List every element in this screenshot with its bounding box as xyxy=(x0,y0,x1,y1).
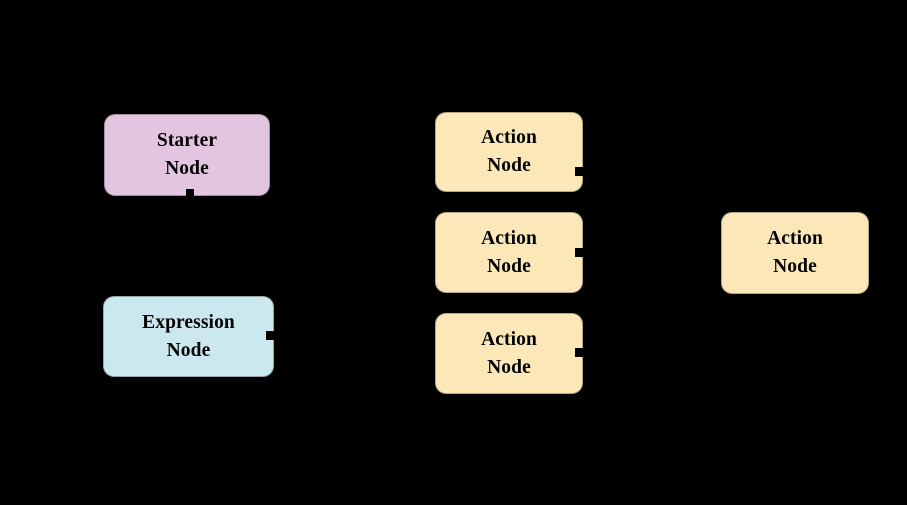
stub-action-1-right xyxy=(575,167,584,176)
stub-action-3-right xyxy=(575,348,584,357)
node-label-line2: Node xyxy=(165,158,209,179)
node-label-line1: Action xyxy=(481,328,537,350)
node-label-line2: Node xyxy=(487,155,531,176)
edge-expression-to-action-1 xyxy=(273,145,437,337)
node-label-line2: Node xyxy=(773,256,817,277)
node-label-line1: Action xyxy=(481,127,537,149)
edge-action-3-to-action-4 xyxy=(582,246,723,354)
node-label-line1: Expression xyxy=(142,311,235,333)
node-label-line1: Action xyxy=(767,228,823,250)
node-label-line1: Action xyxy=(481,227,537,249)
stub-expression-right xyxy=(266,331,275,340)
stub-action-2-right xyxy=(575,248,584,257)
edge-action-2-to-action-4 xyxy=(582,245,723,260)
edge-expression-to-action-3 xyxy=(273,335,437,360)
node-label-line2: Node xyxy=(166,339,211,361)
node-label-line1: Starter xyxy=(156,130,218,152)
edge-expression-to-action-2 xyxy=(273,245,437,337)
node-label-line2: Node xyxy=(487,255,531,277)
stub-starter-bottom xyxy=(186,189,194,197)
edge-action-1-to-action-4 xyxy=(582,151,723,260)
node-label-line2: Node xyxy=(487,356,531,378)
